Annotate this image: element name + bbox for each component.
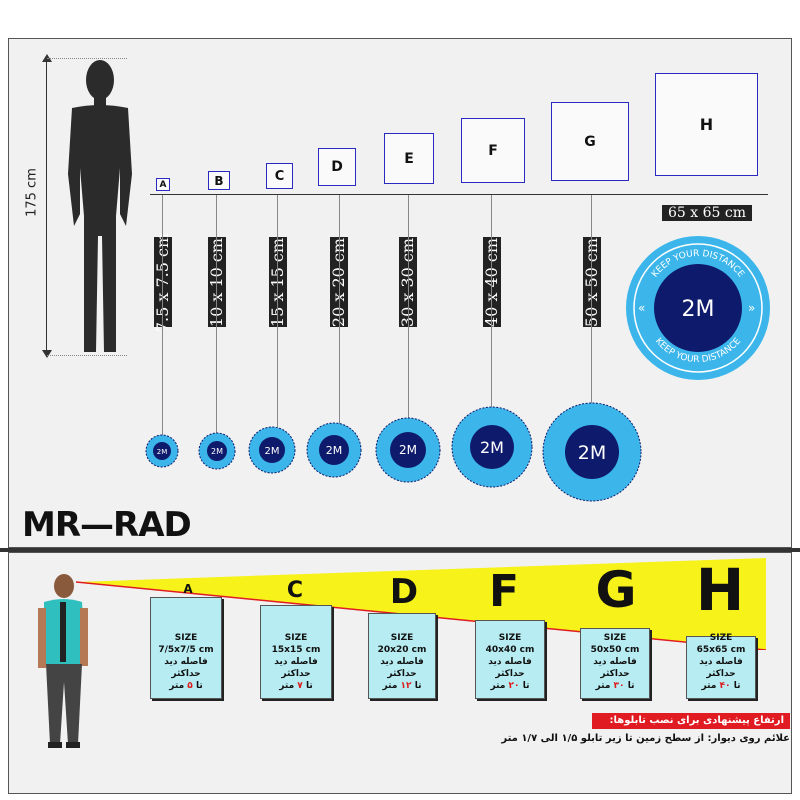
stem-d — [339, 195, 340, 425]
poster-c: SIZE 15x15 cm فاصله دید حداکثر تا ۷ متر — [260, 605, 332, 699]
letter-g: G — [595, 561, 637, 619]
stem-g — [591, 195, 592, 403]
svg-text:2M: 2M — [682, 297, 715, 322]
svg-text:2M: 2M — [211, 447, 223, 456]
square-g: G — [551, 102, 629, 181]
stem-a — [162, 195, 163, 435]
stem-f — [491, 195, 492, 409]
poster-g: SIZE 50x50 cm فاصله دید حداکثر تا ۳۰ متر — [580, 628, 650, 699]
svg-text:»: » — [748, 301, 755, 315]
sticker-c-icon: 2M — [248, 426, 296, 474]
square-d: D — [318, 148, 356, 186]
eye-level-line — [150, 194, 768, 195]
poster-h: SIZE 65x65 cm فاصله دید حداکثر تا ۴۰ متر — [686, 633, 756, 699]
human-silhouette-icon — [68, 60, 132, 352]
poster-a: SIZE 7/5x7/5 cm فاصله دید حداکثر تا ۵ مت… — [150, 597, 222, 699]
square-b: B — [208, 171, 230, 190]
install-height-banner: ارتفاع پیشنهادی برای نصب تابلوها: — [592, 713, 790, 729]
letter-h: H — [695, 556, 745, 624]
svg-text:2M: 2M — [399, 443, 417, 457]
svg-text:2M: 2M — [480, 438, 504, 457]
letter-c: C — [286, 578, 304, 603]
square-e: E — [384, 133, 434, 184]
svg-text:2M: 2M — [265, 446, 280, 457]
poster-d: SIZE 20x20 cm فاصله دید حداکثر تا ۱۲ متر — [368, 613, 436, 699]
ruler-guide-bottom — [47, 355, 127, 356]
panel-separator — [0, 548, 800, 552]
square-c: C — [266, 163, 293, 189]
poster-f: SIZE 40x40 cm فاصله دید حداکثر تا ۲۰ متر — [475, 620, 545, 699]
sticker-d-icon: 2M — [306, 422, 362, 478]
size-tag-f: 40 x 40 cm — [482, 237, 502, 327]
square-f: F — [461, 118, 525, 183]
size-tag-h: 65 x 65 cm — [662, 205, 752, 221]
sticker-h-icon: KEEP YOUR DISTANCE KEEP YOUR DISTANCE 2M… — [626, 236, 770, 380]
sticker-e-icon: 2M — [375, 417, 441, 483]
letter-f: F — [488, 566, 520, 617]
brand-logo: MR—RAD — [22, 505, 192, 545]
svg-text:2M: 2M — [326, 444, 343, 457]
height-label: 175 cm — [24, 168, 40, 217]
ruler-guide-top — [47, 58, 127, 59]
sticker-b-icon: 2M — [198, 432, 236, 470]
svg-text:2M: 2M — [157, 448, 168, 456]
sticker-a-icon: 2M — [145, 434, 179, 468]
svg-text:«: « — [638, 301, 645, 315]
letter-a: A — [183, 582, 193, 596]
square-a: A — [156, 178, 170, 191]
sticker-g-icon: 2M — [542, 402, 642, 502]
stem-b — [216, 195, 217, 435]
size-tag-a: 7.5 x 7.5 cm — [153, 232, 173, 332]
stem-e — [408, 195, 409, 419]
sticker-f-icon: 2M — [451, 406, 533, 488]
ruler-arrow-bottom-icon — [42, 350, 52, 358]
man-photo-icon — [38, 574, 88, 748]
install-height-note: علائم روی دیوار: از سطح زمین تا زیر تابل… — [501, 733, 790, 744]
size-tag-b: 10 x 10 cm — [207, 237, 227, 327]
square-h: H — [655, 73, 758, 176]
size-tag-g: 50 x 50 cm — [582, 237, 602, 327]
svg-text:2M: 2M — [578, 442, 606, 464]
stem-c — [277, 195, 278, 427]
letter-d: D — [389, 572, 419, 612]
size-tag-c: 15 x 15 cm — [268, 237, 288, 327]
height-ruler-line — [46, 58, 47, 355]
